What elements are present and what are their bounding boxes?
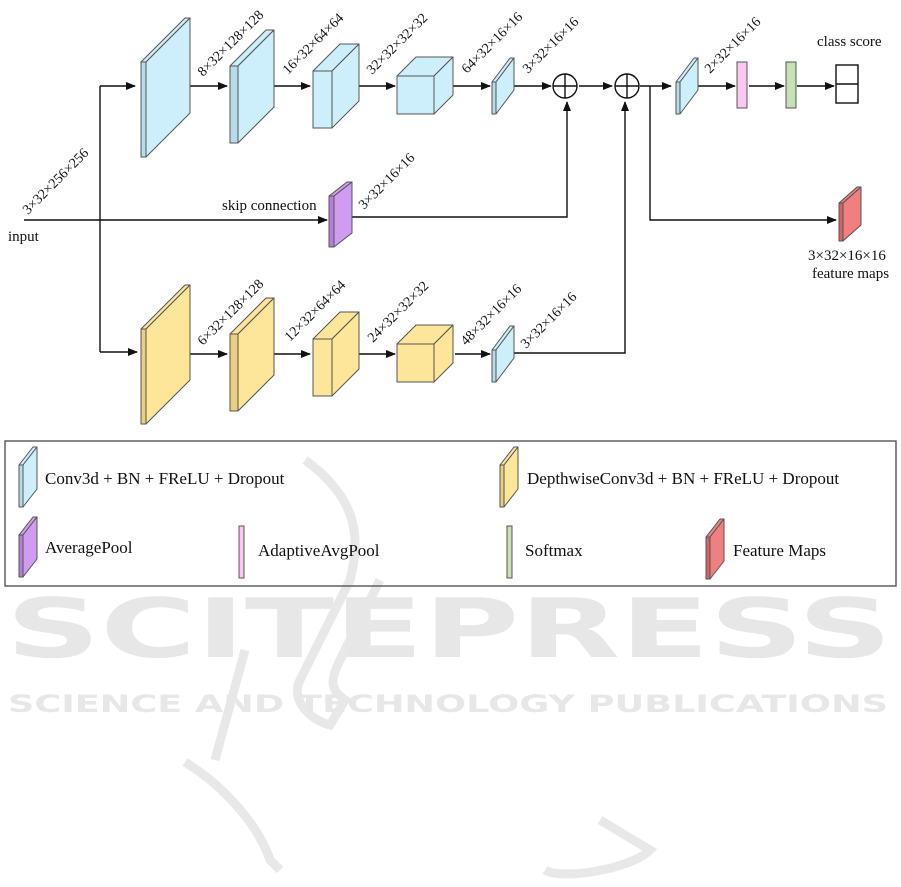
conv-block bbox=[229, 29, 275, 144]
class-score-label: class score bbox=[817, 34, 882, 50]
head-dim-label: 2×32×16×16 bbox=[702, 15, 764, 77]
skip-connection-label: skip connection bbox=[222, 198, 317, 214]
conv-block bbox=[491, 57, 515, 115]
bottom-dim-label: 3×32×16×16 bbox=[518, 290, 580, 352]
legend-avgpool-icon bbox=[18, 516, 38, 578]
conv-block bbox=[140, 17, 191, 158]
feature-maps-label: feature maps bbox=[812, 266, 889, 282]
depthwise-block bbox=[229, 297, 275, 412]
skip-dim-label: 3×32×16×16 bbox=[356, 151, 418, 213]
adaptive-avgpool-block bbox=[736, 61, 748, 109]
legend-label-softmax: Softmax bbox=[525, 541, 583, 560]
legend-label-depthwise: DepthwiseConv3d + BN + FReLU + Dropout bbox=[527, 469, 839, 488]
watermark-swoosh bbox=[182, 456, 658, 879]
legend-label-feature: Feature Maps bbox=[733, 541, 826, 560]
legend-conv-icon bbox=[18, 446, 38, 508]
legend-adaptive-icon bbox=[238, 525, 245, 579]
skip-to-add1 bbox=[352, 101, 571, 218]
legend-feature-icon bbox=[705, 518, 725, 580]
depthwise-block bbox=[396, 324, 454, 383]
add-node-1 bbox=[552, 73, 578, 99]
softmax-block bbox=[785, 61, 797, 109]
watermark-subtitle: SCIENCE AND TECHNOLOGY PUBLICATIONS bbox=[8, 690, 888, 718]
class-score-box bbox=[835, 64, 859, 104]
top-dim-label: 64×32×16×16 bbox=[459, 10, 526, 77]
feature-dim-label: 3×32×16×16 bbox=[808, 248, 886, 264]
conv-block bbox=[396, 56, 454, 115]
legend-label-adaptive: AdaptiveAvgPool bbox=[258, 541, 380, 560]
input-label: input bbox=[8, 229, 40, 245]
top-dim-label: 3×32×16×16 bbox=[520, 15, 582, 77]
watermark: SCITEPRESS SCIENCE AND TECHNOLOGY PUBLIC… bbox=[6, 456, 892, 879]
input-dim-label: 3×32×256×256 bbox=[20, 146, 92, 218]
feature-maps-block bbox=[838, 186, 862, 242]
connections bbox=[24, 82, 837, 358]
arrow-to-feature-maps bbox=[649, 86, 837, 224]
conv-block bbox=[675, 57, 699, 115]
legend-softmax-icon bbox=[506, 525, 513, 579]
depthwise-block bbox=[312, 311, 360, 397]
bottom-to-add2 bbox=[514, 101, 629, 354]
add-node-2 bbox=[614, 73, 640, 99]
depthwise-block bbox=[140, 284, 191, 425]
conv-block bbox=[312, 43, 360, 129]
bottom-dim-label: 48×32×16×16 bbox=[458, 282, 525, 349]
legend-depthwise-icon bbox=[499, 446, 519, 508]
legend: Conv3d + BN + FReLU + Dropout DepthwiseC… bbox=[4, 440, 897, 587]
conv-block bbox=[491, 325, 515, 383]
legend-label-avgpool: AveragePool bbox=[45, 538, 133, 557]
layer-blocks bbox=[140, 17, 862, 425]
legend-label-conv: Conv3d + BN + FReLU + Dropout bbox=[45, 469, 285, 488]
watermark-title: SCITEPRESS bbox=[6, 582, 892, 677]
legend-frame bbox=[4, 440, 897, 587]
legend-icons bbox=[18, 446, 725, 580]
avgpool-block bbox=[328, 181, 353, 248]
